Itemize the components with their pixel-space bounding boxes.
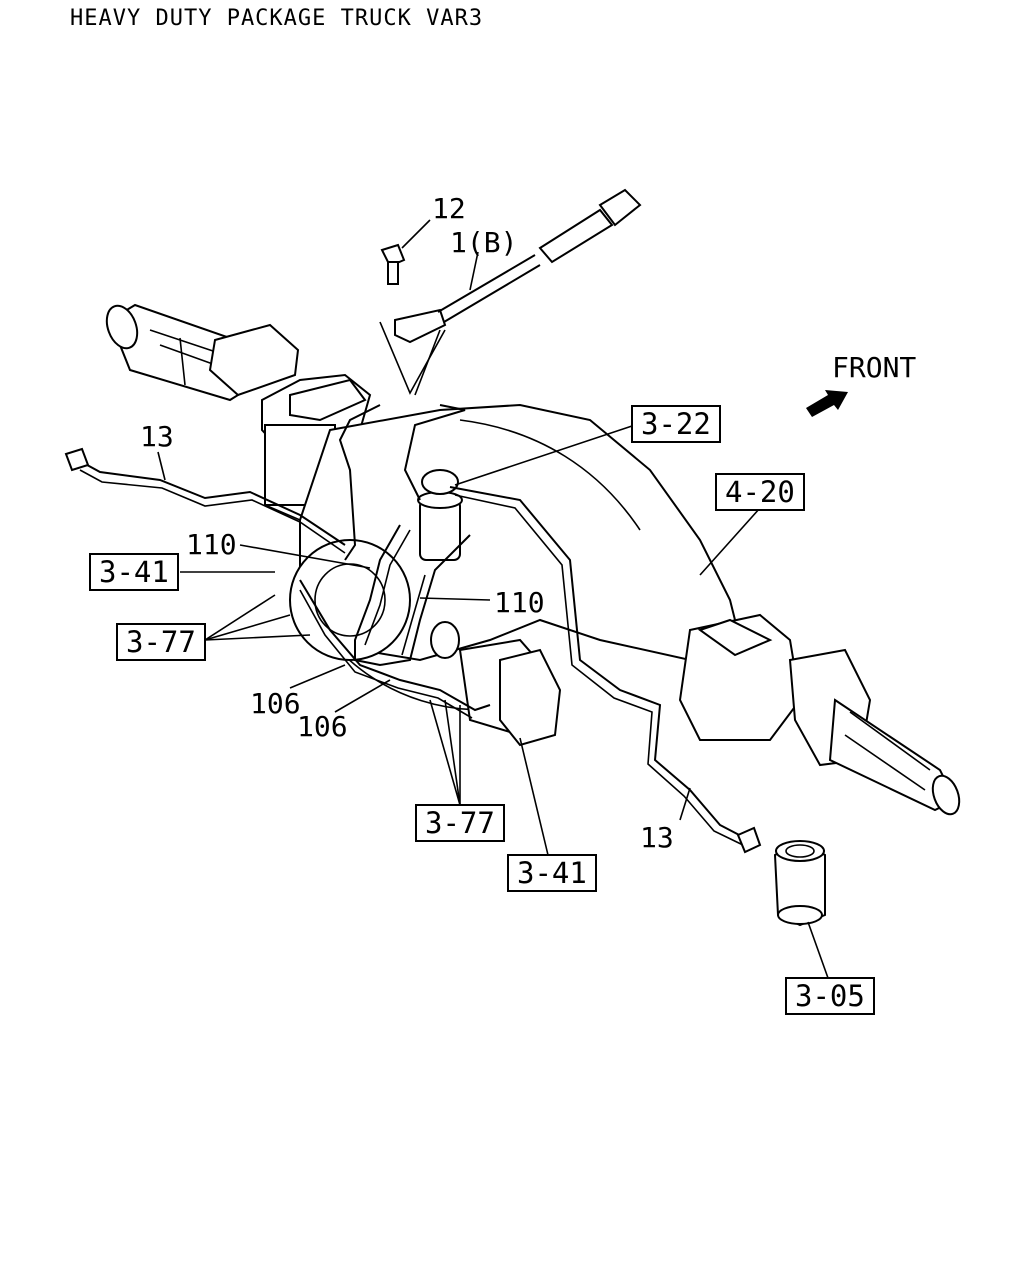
brake-valve <box>417 469 463 561</box>
front-label: FRONT <box>832 351 916 384</box>
ref-3-77-bottom-label: 3-77 <box>425 806 495 840</box>
callout-12: 12 <box>432 192 466 225</box>
ref-box-3-77-bottom[interactable]: 3-77 <box>415 804 505 842</box>
pipe-13-left-nut <box>64 447 90 472</box>
ref-3-41-bottom-label: 3-41 <box>517 856 587 890</box>
pipe-13-right-nut <box>736 826 762 854</box>
fitting-3-05 <box>773 840 826 927</box>
ref-3-41-left-label: 3-41 <box>99 555 169 589</box>
brake-pipes <box>77 404 746 847</box>
flex-hose-1b <box>379 188 642 396</box>
ref-box-3-41-bottom[interactable]: 3-41 <box>507 854 597 892</box>
bolt-12 <box>380 243 406 285</box>
ref-box-3-77-left[interactable]: 3-77 <box>116 623 206 661</box>
callout-106-a: 106 <box>250 687 301 720</box>
callout-1b: 1(B) <box>450 226 517 259</box>
callout-13-right: 13 <box>640 821 674 854</box>
callout-106-b: 106 <box>297 710 348 743</box>
ref-4-20-label: 4-20 <box>725 475 795 509</box>
ref-box-3-22[interactable]: 3-22 <box>631 405 721 443</box>
ref-3-77-left-label: 3-77 <box>126 625 196 659</box>
diagram-title: HEAVY DUTY PACKAGE TRUCK VAR3 <box>70 6 483 31</box>
ref-box-4-20[interactable]: 4-20 <box>715 473 805 511</box>
front-arrow-icon <box>806 390 848 417</box>
callout-110-lower: 110 <box>494 586 545 619</box>
ref-3-22-label: 3-22 <box>641 407 711 441</box>
callout-110-upper: 110 <box>186 528 237 561</box>
ref-box-3-05[interactable]: 3-05 <box>785 977 875 1015</box>
leader-lines <box>157 219 829 979</box>
ref-3-05-label: 3-05 <box>795 979 865 1013</box>
ref-box-3-41-left[interactable]: 3-41 <box>89 553 179 591</box>
callout-13-left: 13 <box>140 420 174 453</box>
differential-carrier <box>289 539 562 747</box>
